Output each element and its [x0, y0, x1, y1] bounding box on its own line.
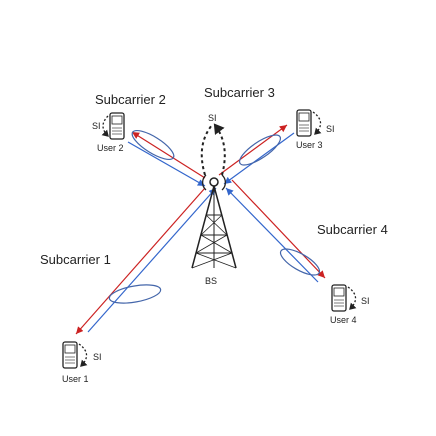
downlink-user-3 — [218, 124, 288, 176]
subcarrier-2-ellipse — [131, 129, 175, 161]
subcarrier-1-ellipse — [108, 284, 162, 304]
user-1-si-label: SI — [93, 352, 102, 362]
uplink-user-1 — [87, 187, 217, 333]
downlink-user-1 — [75, 187, 206, 335]
user-1-label: User 1 — [62, 374, 89, 384]
user-4-phone-icon — [331, 284, 357, 312]
user-2-phone-icon — [101, 112, 125, 140]
subcarrier-3-ellipse — [239, 134, 281, 166]
subcarrier-4-ellipse — [279, 248, 321, 276]
user-1-phone-icon — [62, 341, 88, 369]
bs-label: BS — [205, 276, 217, 286]
user-2-si-label: SI — [92, 121, 101, 131]
user-3-phone-icon — [296, 109, 322, 137]
user-3-si-label: SI — [326, 124, 335, 134]
link-user-3 — [218, 124, 295, 185]
user-4-si-label: SI — [361, 296, 370, 306]
bs-si-label: SI — [208, 113, 217, 123]
link-user-2 — [127, 129, 206, 187]
subcarrier-1-label: Subcarrier 1 — [40, 252, 111, 267]
subcarrier-2-label: Subcarrier 2 — [95, 92, 166, 107]
bs-si-arc-left — [200, 124, 213, 176]
user-2-label: User 2 — [97, 143, 124, 153]
downlink-user-4 — [231, 179, 326, 279]
uplink-user-3 — [223, 132, 295, 185]
link-user-1 — [75, 187, 217, 335]
bs-tower-icon — [191, 174, 237, 269]
downlink-user-2 — [131, 131, 206, 179]
uplink-user-4 — [225, 187, 319, 283]
bs-si-arc-right — [213, 123, 226, 176]
subcarrier-4-label: Subcarrier 4 — [317, 222, 388, 237]
uplink-user-2 — [127, 141, 206, 187]
user-3-label: User 3 — [296, 140, 323, 150]
subcarrier-3-label: Subcarrier 3 — [204, 85, 275, 100]
bs-self-interference: SI — [200, 113, 226, 176]
link-user-4 — [225, 179, 326, 283]
user-4-label: User 4 — [330, 315, 357, 325]
